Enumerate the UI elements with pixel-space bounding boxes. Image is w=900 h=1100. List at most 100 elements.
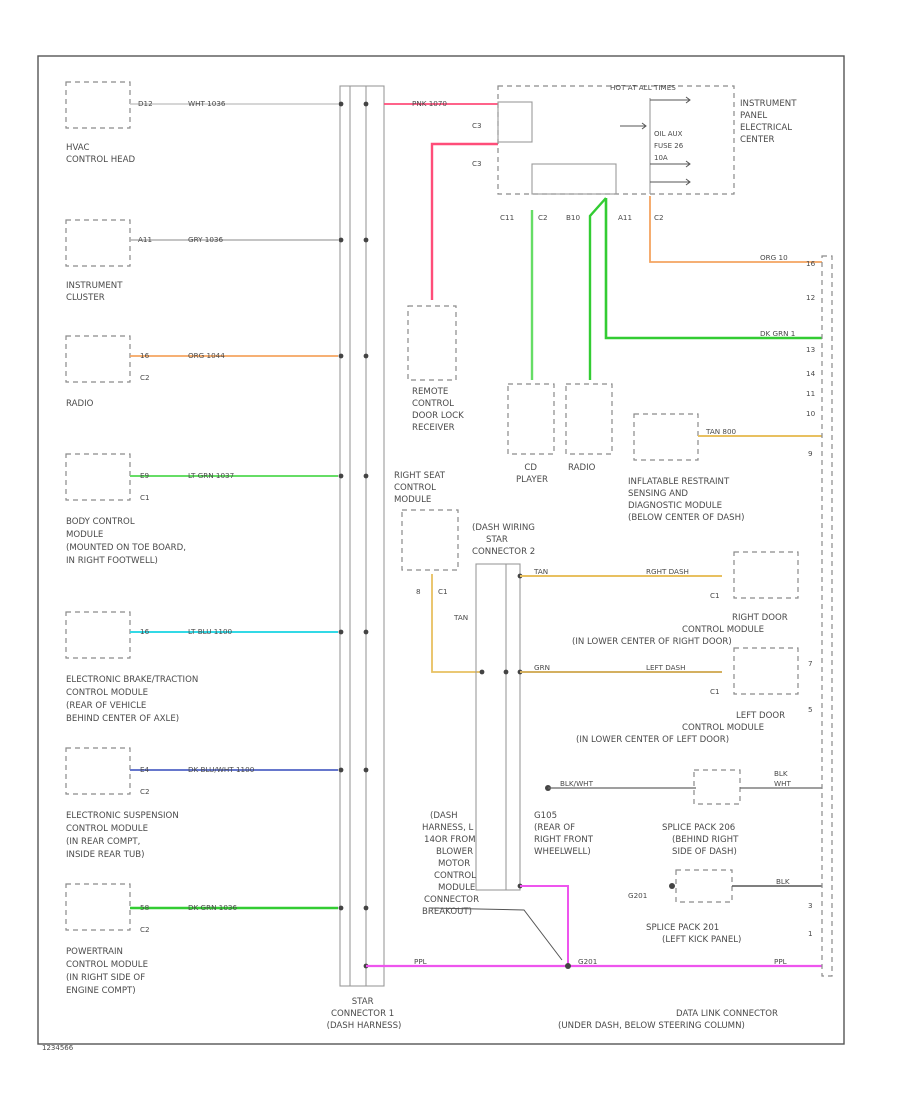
sir-label: INFLATABLE RESTRAINT SENSING AND DIAGNOS…	[628, 477, 744, 523]
splice-201-box	[675, 869, 733, 903]
cd-player-label: CD PLAYER	[516, 463, 548, 485]
right-door-box	[733, 551, 799, 599]
left-door-label: LEFT DOOR CONTROL MODULE (IN LOWER CENTE…	[576, 711, 788, 745]
bcm-wire-label: LT GRN 1037	[188, 471, 234, 480]
term-c2: C2	[538, 213, 548, 222]
ebcm-box	[65, 611, 131, 659]
seat-c1: C1	[438, 587, 448, 596]
svg-text:12: 12	[806, 293, 815, 302]
radio-left-box	[65, 335, 131, 383]
figure-id: 1234566	[42, 1044, 74, 1052]
left-door-box	[733, 647, 799, 695]
fuse-arrows	[620, 96, 691, 186]
svg-text:16: 16	[806, 259, 816, 268]
star1-label: STAR CONNECTOR 1 (DASH HARNESS)	[327, 997, 402, 1031]
hvac-pin: D12	[138, 99, 153, 108]
dash-harness-note: (DASH HARNESS, L 14OR FROM BLOWER MOTOR …	[422, 811, 482, 917]
bcm-conn: C1	[140, 493, 150, 502]
blk-wire-label: BLK	[776, 877, 790, 886]
splice-206-box	[693, 769, 741, 805]
ground-g201	[669, 883, 675, 889]
dlc-label: DATA LINK CONNECTOR (UNDER DASH, BELOW S…	[558, 1009, 781, 1031]
ppl-right-label: PPL	[774, 957, 787, 966]
seat-module-label: RIGHT SEAT CONTROL MODULE	[394, 471, 448, 505]
dlc-pin-labels: 16 12 13 14 11 10 9 7 5 3 1	[806, 259, 816, 938]
right-door-c1: C1	[710, 591, 720, 600]
radio-conn: C2	[140, 373, 150, 382]
ppl-wire-label: PPL	[414, 957, 427, 966]
cluster-pin: A11	[138, 235, 152, 244]
orange-dlc-label: ORG 10	[760, 253, 788, 262]
ppl-splice-label: G201	[578, 957, 597, 966]
hot-at-all-times: HOT AT ALL TIMES	[610, 83, 676, 92]
seat-pin: 8	[416, 587, 421, 596]
blkwht-wire-label: BLK/WHT	[560, 779, 594, 788]
escm-pin: E4	[140, 765, 150, 774]
wire-green-radio	[588, 197, 607, 380]
fuse-label: OIL AUX FUSE 26 10A	[654, 130, 685, 162]
wire-orange-dlc	[649, 196, 822, 263]
hvac-box	[65, 81, 131, 129]
svg-text:5: 5	[808, 705, 813, 714]
pcm-pin: 58	[140, 903, 150, 912]
splice-206-label: SPLICE PACK 206 (BEHIND RIGHT SIDE OF DA…	[662, 823, 741, 857]
svg-text:3: 3	[808, 901, 813, 910]
ipec-c3-b: C3	[472, 159, 482, 168]
cluster-wire-label: GRY 1036	[188, 235, 223, 244]
dlc-box	[821, 255, 833, 977]
sir-wire-label: TAN 800	[705, 427, 737, 436]
right-door-pin: TAN	[533, 567, 548, 576]
cd-player-box	[507, 383, 555, 455]
left-door-wire-label: LEFT DASH	[646, 663, 686, 672]
bcm-box	[65, 453, 131, 501]
star2-label: (DASH WIRING STAR CONNECTOR 2	[472, 523, 538, 557]
star2-terminals	[479, 573, 523, 889]
ebcm-wire-label: LT BLU 1100	[188, 627, 233, 636]
diagram-frame	[37, 55, 845, 1045]
seat-tan: TAN	[453, 613, 468, 622]
wire-pink-receiver	[430, 142, 498, 300]
escm-conn: C2	[140, 787, 150, 796]
escm-box	[65, 747, 131, 795]
wire-green-dlc	[604, 198, 822, 340]
remote-receiver-label: REMOTE CONTROL DOOR LOCK RECEIVER	[412, 387, 466, 433]
pcm-box	[65, 883, 131, 931]
star1-terminals	[338, 101, 369, 969]
left-door-pin: GRN	[534, 663, 550, 672]
pcm-label: POWERTRAIN CONTROL MODULE (IN RIGHT SIDE…	[66, 947, 151, 996]
cluster-box	[65, 219, 131, 267]
svg-text:10: 10	[806, 409, 816, 418]
bcm-label: BODY CONTROL MODULE (MOUNTED ON TOE BOAR…	[66, 517, 189, 566]
pink-wire-label: PNK 1070	[412, 99, 447, 108]
cluster-label: INSTRUMENT CLUSTER	[66, 281, 125, 303]
pcm-wire-label: DK GRN 1036	[188, 903, 237, 912]
ipec-terminal-block	[531, 163, 617, 195]
radio-pin: 16	[140, 351, 150, 360]
escm-label: ELECTRONIC SUSPENSION CONTROL MODULE (IN…	[66, 811, 182, 860]
left-door-c1: C1	[710, 687, 720, 696]
pcm-conn: C2	[140, 925, 150, 934]
blkwht-right-label: BLK WHT	[774, 769, 792, 788]
radio-left-label: RADIO	[66, 399, 94, 409]
g201-label: G201	[628, 891, 647, 900]
g105-label: G105 (REAR OF RIGHT FRONT WHEELWELL)	[534, 811, 596, 857]
sir-box	[633, 413, 699, 461]
hvac-label: HVAC CONTROL HEAD	[66, 143, 135, 165]
svg-text:13: 13	[806, 345, 815, 354]
radio-right-label: RADIO	[568, 463, 596, 473]
seat-module-box	[401, 509, 459, 571]
wire-ppl-vertical	[520, 885, 569, 966]
star-connector-2	[475, 563, 521, 891]
ipec-c3-a: C3	[472, 121, 482, 130]
right-door-wire-label: RGHT DASH	[646, 567, 689, 576]
hvac-wire-label: WHT 1036	[188, 99, 226, 108]
ebcm-label: ELECTRONIC BRAKE/TRACTION CONTROL MODULE…	[66, 675, 201, 724]
right-door-label: RIGHT DOOR CONTROL MODULE (IN LOWER CENT…	[572, 613, 790, 647]
escm-wire-label: DK BLU/WHT 1100	[188, 765, 255, 774]
ipec-label: INSTRUMENT PANEL ELECTRICAL CENTER	[740, 99, 799, 145]
svg-text:9: 9	[808, 449, 813, 458]
green-dlc-label: DK GRN 1	[760, 329, 795, 338]
bcm-pin: E9	[140, 471, 150, 480]
term-a11: A11	[618, 213, 632, 222]
harness-leader	[429, 907, 563, 961]
